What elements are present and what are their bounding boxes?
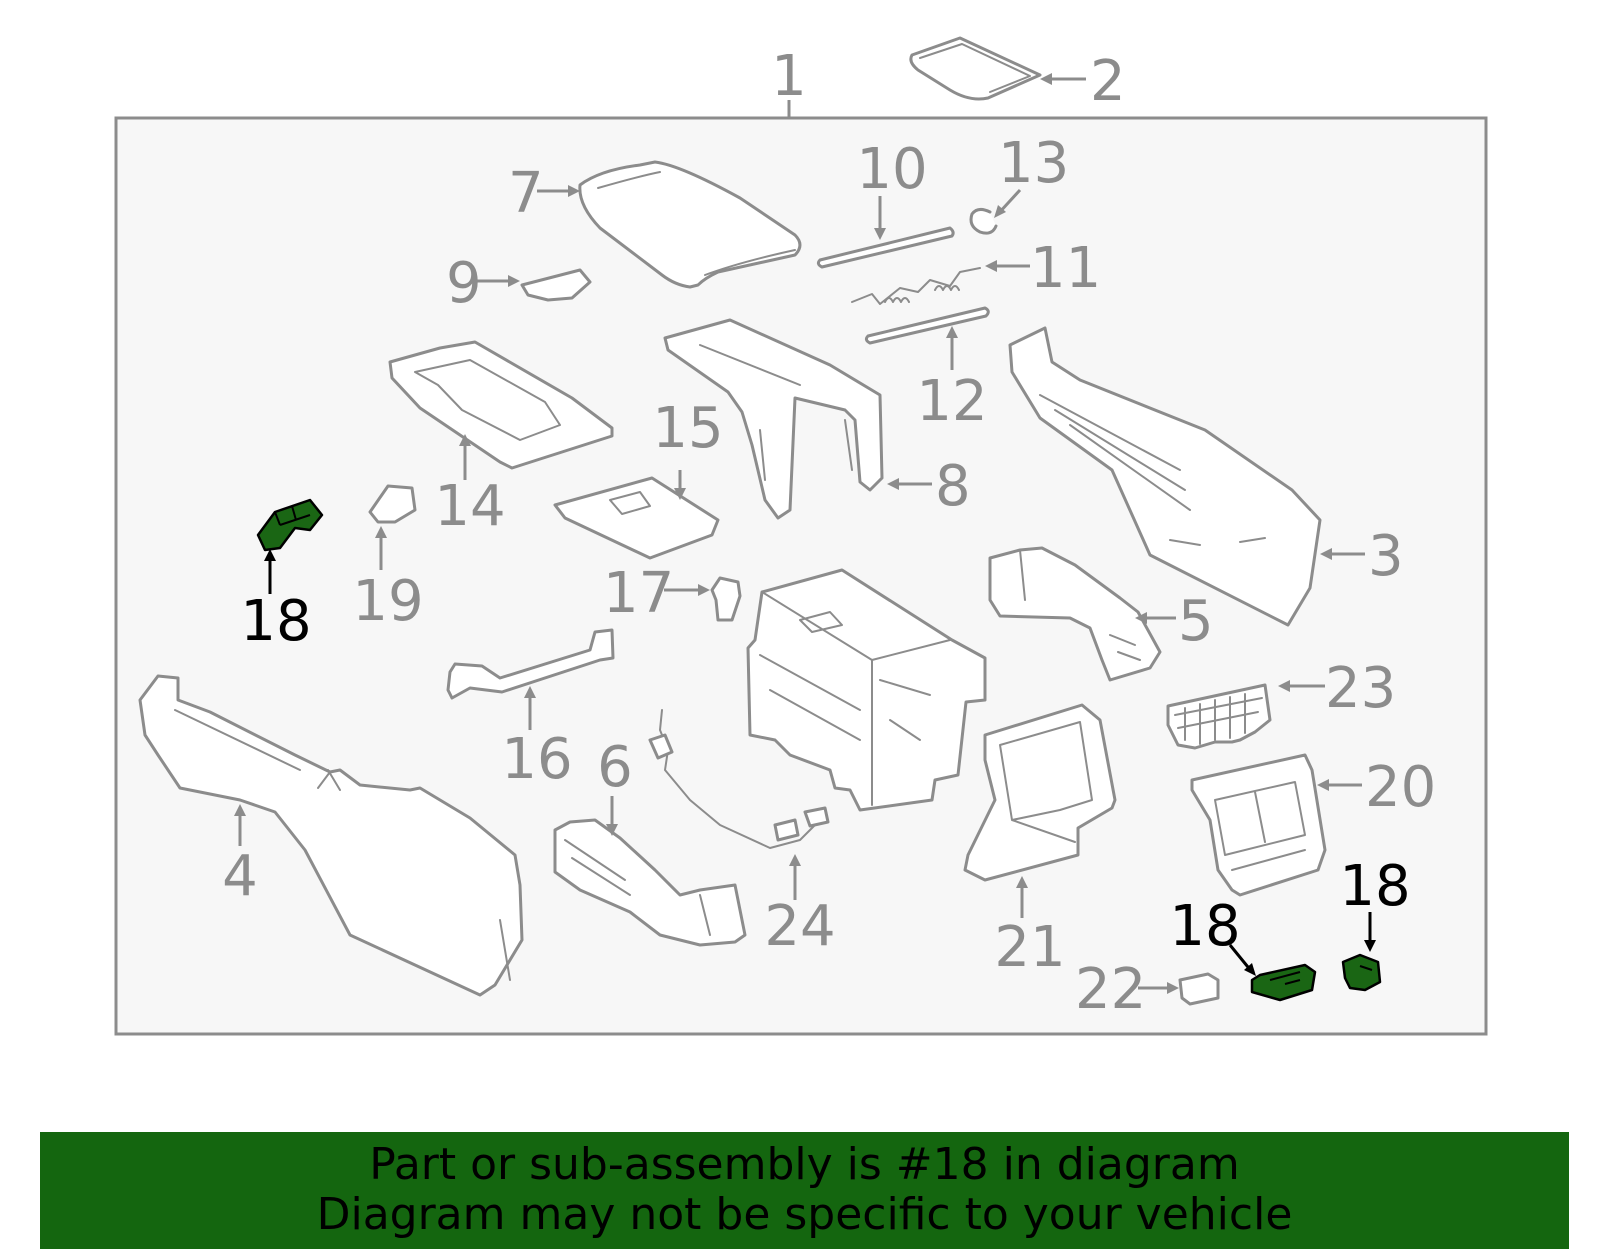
- callout-18-right: 18: [1339, 854, 1410, 919]
- callout-2: 2: [1090, 49, 1126, 114]
- callout-14: 14: [434, 474, 505, 539]
- callout-13: 13: [998, 131, 1069, 196]
- part-20-bezel[interactable]: [1190, 753, 1327, 897]
- part-18-bottom[interactable]: [1250, 963, 1317, 1002]
- callout-12: 12: [916, 369, 987, 434]
- callout-18-left: 18: [240, 589, 311, 654]
- callout-8: 8: [935, 454, 971, 519]
- part-10-pin[interactable]: [816, 226, 955, 269]
- callout-22: 22: [1075, 957, 1146, 1022]
- callout-5: 5: [1178, 589, 1214, 654]
- callout-3: 3: [1368, 524, 1404, 589]
- callout-20: 20: [1365, 755, 1436, 820]
- part-4-side-panel[interactable]: [138, 674, 524, 997]
- part-7-armrest[interactable]: [578, 160, 802, 289]
- banner-line-part: Part or sub-assembly is #18 in diagram: [369, 1139, 1240, 1190]
- part-13-clip[interactable]: [969, 207, 998, 235]
- part-23-vent[interactable]: [1166, 683, 1272, 750]
- banner-line-disclaimer: Diagram may not be specific to your vehi…: [316, 1189, 1293, 1240]
- callout-19: 19: [352, 569, 423, 634]
- part-9-latch[interactable]: [520, 268, 592, 302]
- info-banner: Part or sub-assembly is #18 in diagram D…: [40, 1132, 1569, 1249]
- callout-10: 10: [856, 137, 927, 202]
- callout-17: 17: [603, 561, 674, 626]
- part-center-box[interactable]: [746, 568, 987, 812]
- part-18-right[interactable]: [1341, 953, 1382, 992]
- part-19-clip[interactable]: [368, 484, 417, 524]
- callout-15: 15: [652, 396, 723, 461]
- part-12-rod[interactable]: [864, 306, 990, 345]
- callout-9: 9: [446, 251, 482, 316]
- part-22-bracket[interactable]: [1178, 972, 1220, 1006]
- callout-21: 21: [994, 915, 1065, 980]
- callout-23: 23: [1325, 656, 1396, 721]
- part-3-side-panel[interactable]: [1008, 326, 1322, 627]
- part-8-bracket[interactable]: [663, 318, 884, 520]
- part-24-harness[interactable]: [648, 709, 830, 849]
- callout-4: 4: [222, 844, 258, 909]
- callout-24: 24: [764, 894, 835, 959]
- part-17-switch[interactable]: [710, 576, 742, 622]
- part-15-mat[interactable]: [553, 476, 720, 560]
- callout-18-bottom: 18: [1169, 894, 1240, 959]
- callout-7: 7: [508, 161, 544, 226]
- callout-11: 11: [1030, 236, 1101, 301]
- part-5-duct[interactable]: [988, 546, 1162, 682]
- callout-6: 6: [597, 735, 633, 800]
- part-16-bar[interactable]: [446, 628, 615, 700]
- callout-1: 1: [771, 44, 807, 109]
- callout-16: 16: [501, 727, 572, 792]
- part-21-lower-panel[interactable]: [963, 703, 1117, 882]
- part-2-lid[interactable]: [909, 36, 1042, 101]
- part-14-tray[interactable]: [388, 340, 614, 470]
- part-6-duct[interactable]: [553, 818, 747, 947]
- part-11-spring[interactable]: [851, 267, 981, 305]
